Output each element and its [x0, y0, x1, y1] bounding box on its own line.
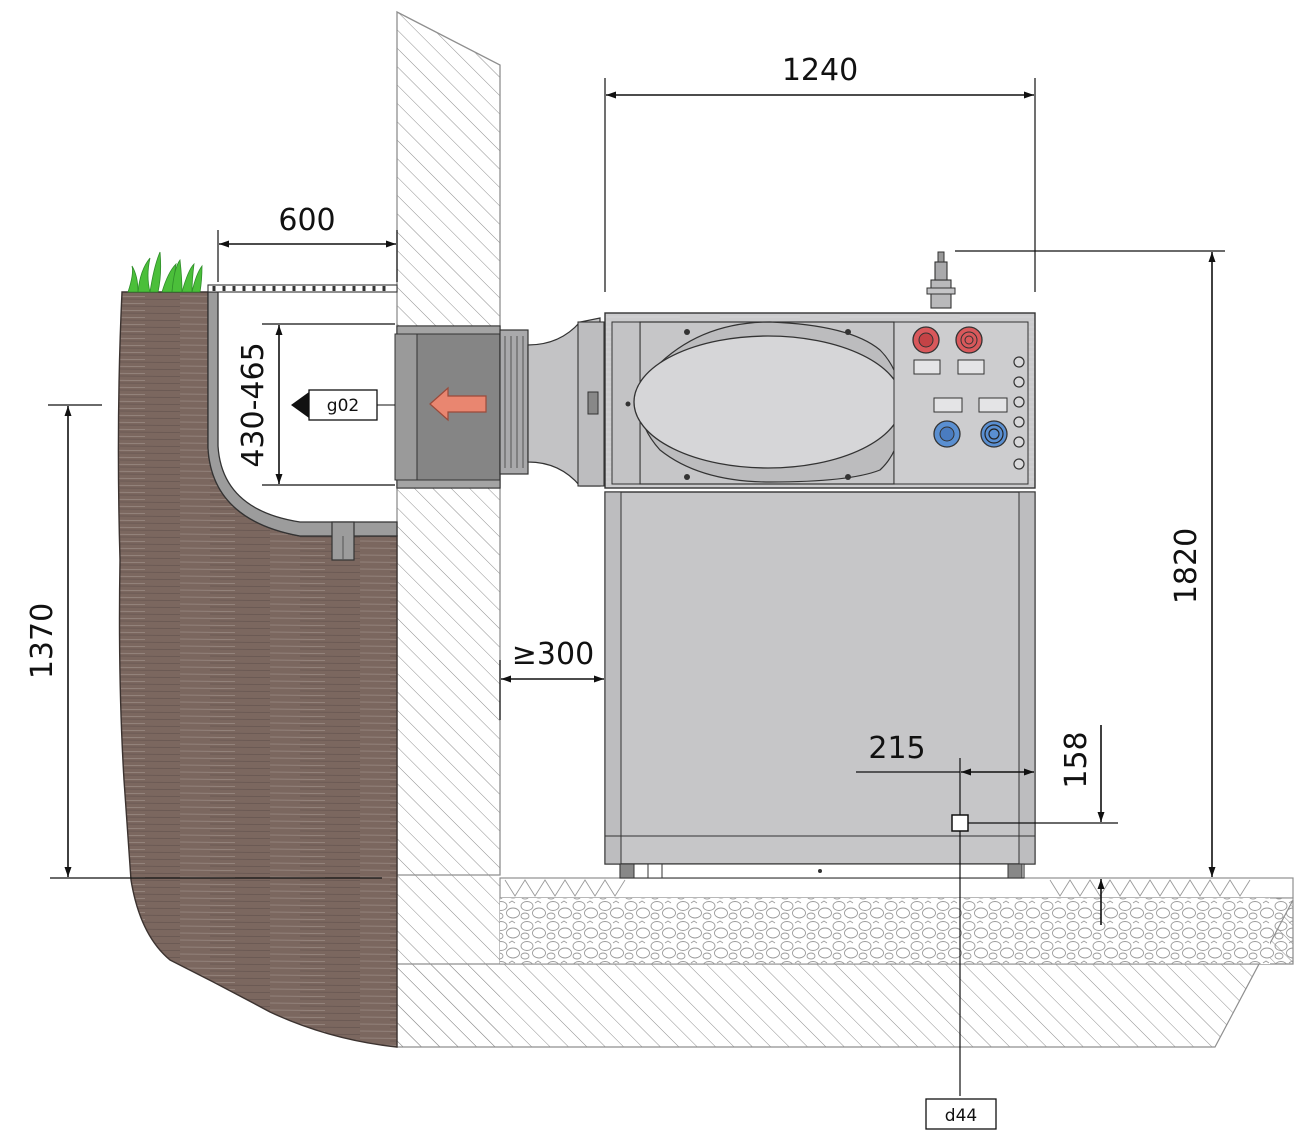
grating-bars	[212, 286, 386, 291]
dim-condensate-height: 158	[1059, 731, 1094, 788]
floor-screed-pattern	[504, 879, 1251, 897]
hot-water-connector-outer	[912, 326, 940, 354]
wall-sleeve-top	[396, 325, 501, 335]
sleeve-flange	[394, 333, 418, 481]
condensate-drain-label: d44	[945, 1106, 977, 1126]
floor-screed	[499, 877, 1294, 899]
grass	[127, 251, 203, 293]
duct-connector	[499, 317, 605, 487]
safety-valve	[926, 251, 956, 309]
light-well-shell	[207, 291, 398, 537]
airflow-outlet-tag: g02	[291, 389, 395, 421]
cable-glands	[1013, 356, 1025, 470]
dim-wall-clearance: ≥300	[512, 637, 594, 672]
gravel-cover	[500, 898, 1270, 964]
hot-water-connector-inner	[955, 326, 983, 354]
condensate-drain-tag: d44	[925, 1098, 997, 1130]
cold-water-connector-inner	[980, 420, 1008, 448]
airflow-outlet-label: g02	[327, 396, 359, 416]
dim-condensate-offset: 215	[868, 731, 925, 766]
dim-ground-height: 1370	[25, 603, 60, 679]
airflow-arrow	[429, 386, 487, 422]
condensate-drain-marker	[951, 814, 969, 832]
dim-total-height: 1820	[1169, 528, 1204, 604]
dim-unit-width: 1240	[782, 53, 858, 88]
dim-light-well-width: 600	[278, 203, 335, 238]
cold-water-connector-outer	[933, 420, 961, 448]
dim-duct-opening-height: 430-465	[236, 342, 271, 467]
heat-pump-lower-cabinet	[604, 491, 1036, 879]
wall-sleeve-bottom	[396, 479, 501, 489]
connection-panel	[893, 321, 1029, 485]
